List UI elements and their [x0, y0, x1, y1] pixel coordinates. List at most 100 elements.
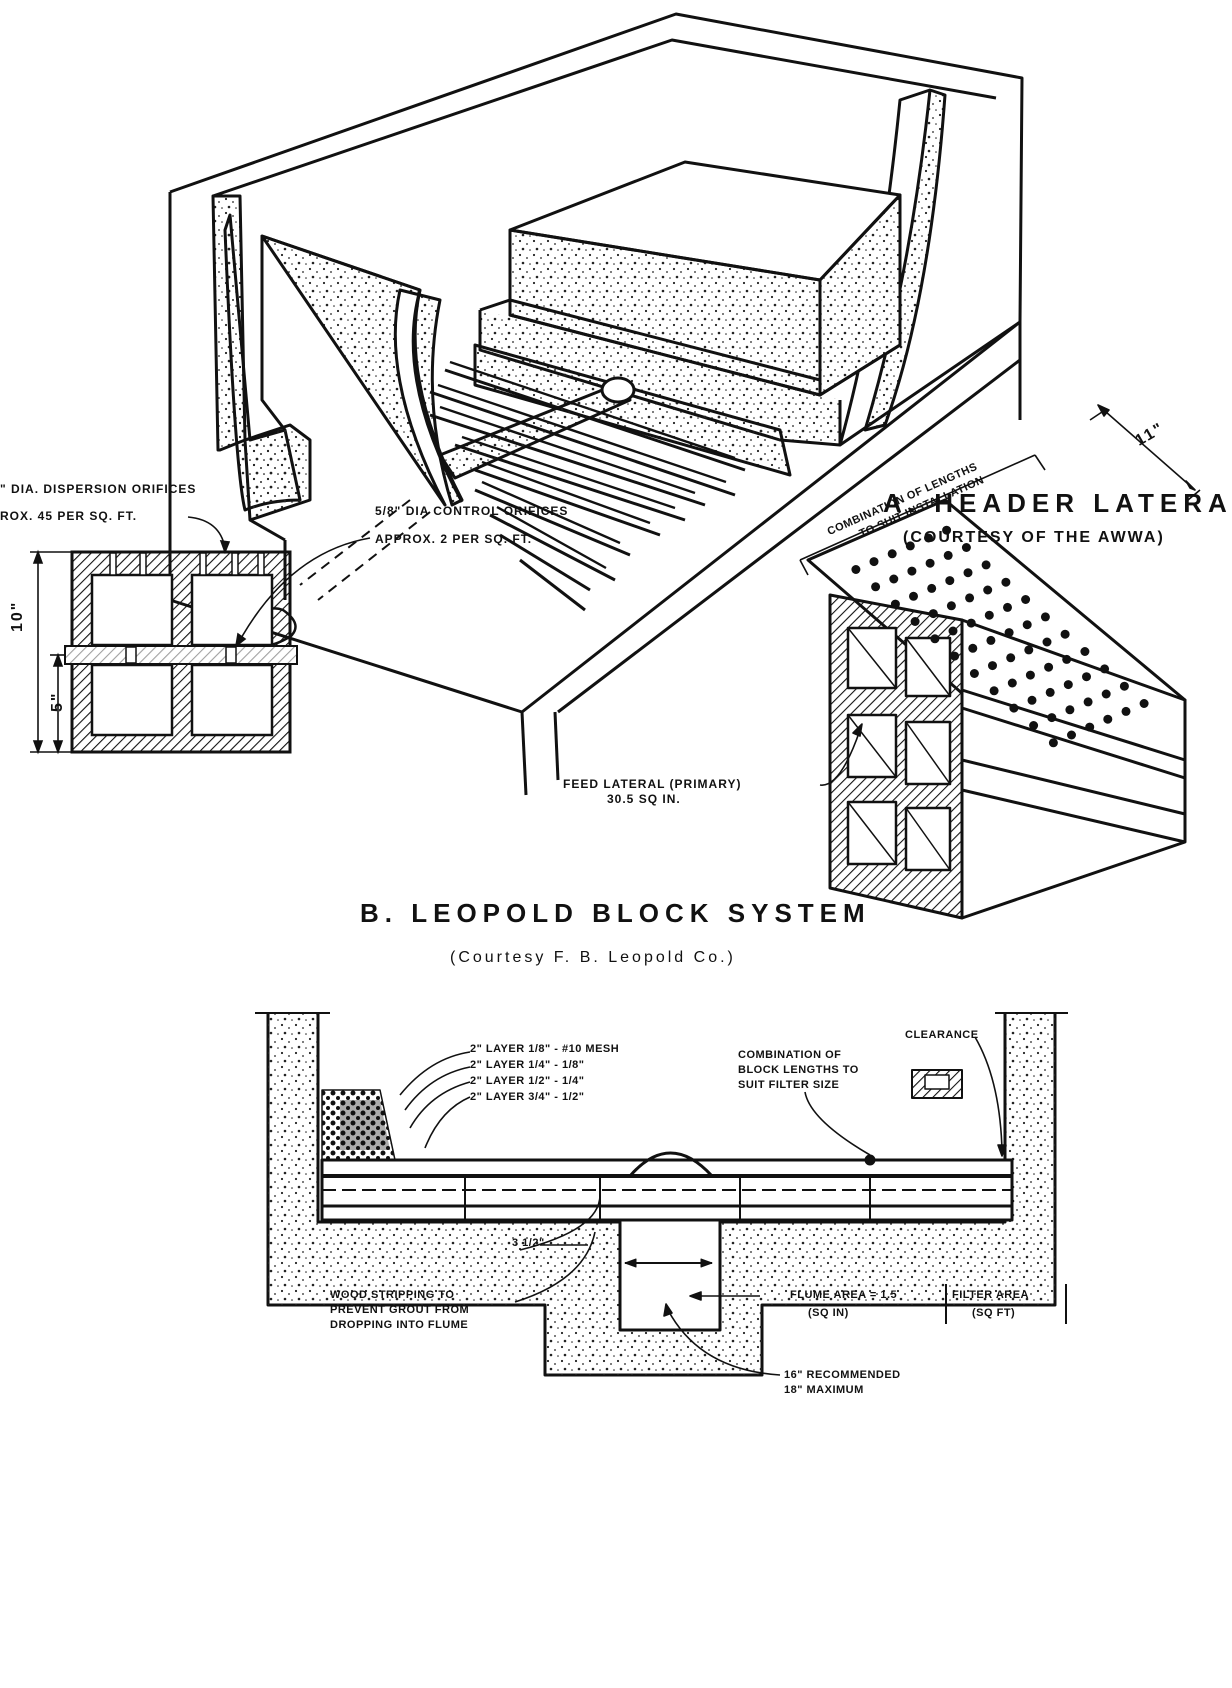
- orifice-hole: [1067, 730, 1076, 740]
- orifice-hole: [1082, 672, 1091, 682]
- orifice-hole: [1085, 722, 1095, 732]
- layer-label-3: 2" LAYER 1/2" - 1/4": [470, 1075, 585, 1087]
- orifice-hole: [1025, 670, 1035, 680]
- orifice-hole: [909, 591, 918, 601]
- orifice-hole: [1004, 628, 1014, 638]
- orifice-hole: [966, 618, 976, 628]
- orifice-hole: [889, 574, 899, 584]
- orifice-hole: [1006, 653, 1016, 663]
- feed-lateral-label-1: FEED LATERAL (PRIMARY): [563, 777, 742, 791]
- orifice-hole: [1021, 595, 1031, 604]
- orifice-hole: [946, 601, 956, 611]
- orifice-hole: [1044, 662, 1054, 672]
- orifice-hole: [871, 582, 881, 592]
- orifice-hole: [945, 576, 955, 586]
- recommended-label: 16" RECOMMENDED: [784, 1369, 901, 1381]
- orifice-hole: [1042, 637, 1052, 647]
- leopold-block-courtesy: (Courtesy F. B. Leopold Co.): [450, 949, 736, 966]
- maximum-label: 18" MAXIMUM: [784, 1384, 864, 1396]
- orifice-hole: [927, 583, 937, 593]
- flume-area-label: FLUME AREA = 1.5: [790, 1289, 898, 1301]
- header-laterals-title: A. HEADER LATERALS: [883, 488, 1232, 518]
- orifice-hole: [1024, 645, 1034, 655]
- orifice-hole: [1009, 703, 1019, 713]
- orifice-hole: [907, 566, 917, 576]
- orifice-hole: [984, 610, 994, 620]
- orifice-hole: [851, 565, 861, 574]
- orifice-hole: [981, 560, 991, 570]
- orifice-hole: [1101, 689, 1111, 699]
- block-lengths-filter-3: SUIT FILTER SIZE: [738, 1079, 840, 1091]
- dispersion-orifices-label-2: ROX. 45 PER SQ. FT.: [0, 509, 138, 523]
- orifice-hole: [1001, 577, 1011, 587]
- wood-stripping-label-1: WOOD STRIPPING TO: [330, 1289, 455, 1301]
- orifice-hole: [1048, 738, 1058, 748]
- dispersion-orifices-label-1: " DIA. DISPERSION ORIFICES: [0, 482, 197, 496]
- orifice-hole: [988, 661, 997, 671]
- orifice-hole: [1060, 629, 1070, 639]
- orifice-hole: [963, 568, 973, 578]
- orifice-hole: [1029, 721, 1039, 730]
- orifice-hole: [965, 593, 975, 603]
- orifice-hole: [950, 651, 960, 661]
- orifice-hole: [1139, 699, 1149, 708]
- control-orifices-label-1: 5/8" DIA CONTROL ORIFICES: [375, 504, 569, 518]
- feed-lateral-label-2: 30.5 SQ IN.: [607, 792, 681, 806]
- dimension-5-inch: 5": [49, 691, 66, 712]
- layer-label-1: 2" LAYER 1/8" - #10 MESH: [470, 1043, 620, 1055]
- filter-bottom-section: [255, 1012, 1068, 1377]
- orifice-hole: [1045, 687, 1055, 697]
- orifice-hole: [930, 634, 940, 644]
- orifice-hole: [890, 599, 900, 609]
- orifice-hole: [948, 626, 958, 636]
- orifice-hole: [1121, 706, 1131, 716]
- block-lengths-filter-1: COMBINATION OF: [738, 1049, 842, 1061]
- flume-area-units: (SQ IN): [808, 1307, 849, 1319]
- leopold-block-title: B. LEOPOLD BLOCK SYSTEM: [360, 898, 871, 928]
- orifice-hole: [1062, 654, 1072, 664]
- dimension-3-half-inch: 3 1/2": [512, 1237, 545, 1249]
- orifice-hole: [1080, 647, 1090, 656]
- filter-area-bracket: [945, 1284, 1067, 1324]
- orifice-hole: [1100, 664, 1110, 674]
- orifice-hole: [924, 533, 933, 543]
- header-laterals-drawing: [168, 12, 1024, 796]
- orifice-hole: [1103, 714, 1113, 724]
- orifice-hole: [928, 609, 938, 619]
- orifice-hole: [983, 585, 993, 595]
- orifice-hole: [968, 643, 978, 653]
- orifice-hole: [961, 543, 971, 552]
- header-laterals-courtesy: (COURTESY OF THE AWWA): [903, 529, 1165, 546]
- orifice-hole: [869, 557, 879, 567]
- wood-stripping-label-2: PREVENT GROUT FROM: [330, 1304, 470, 1316]
- orifice-hole: [1007, 678, 1017, 688]
- orifice-hole: [925, 558, 935, 568]
- filter-area-label: FILTER AREA: [952, 1289, 1029, 1301]
- orifice-hole: [887, 549, 897, 559]
- block-lengths-filter-2: BLOCK LENGTHS TO: [738, 1064, 859, 1076]
- orifice-hole: [942, 525, 952, 535]
- orifice-hole: [986, 635, 996, 645]
- filter-area-units: (SQ FT): [972, 1307, 1016, 1319]
- wood-stripping-label-3: DROPPING INTO FLUME: [330, 1319, 469, 1331]
- leopold-block-section: [30, 516, 371, 755]
- leopold-block-isometric: [799, 404, 1201, 920]
- orifice-hole: [1040, 612, 1050, 622]
- orifice-hole: [1027, 695, 1037, 705]
- orifice-hole: [989, 686, 999, 696]
- orifice-hole: [1047, 713, 1057, 723]
- orifice-hole: [1083, 697, 1093, 707]
- orifice-hole: [1003, 602, 1012, 612]
- orifice-hole: [1065, 705, 1075, 715]
- orifice-hole: [1063, 680, 1073, 690]
- clearance-label: CLEARANCE: [905, 1029, 979, 1041]
- dimension-10-inch: 10": [9, 600, 26, 632]
- layer-label-4: 2" LAYER 3/4" - 1/2": [470, 1091, 585, 1103]
- orifice-hole: [969, 669, 979, 678]
- orifice-hole: [943, 550, 953, 560]
- orifice-hole: [1022, 620, 1032, 630]
- layer-label-2: 2" LAYER 1/4" - 1/8": [470, 1059, 585, 1071]
- orifice-hole: [905, 541, 915, 551]
- orifice-hole: [910, 617, 920, 626]
